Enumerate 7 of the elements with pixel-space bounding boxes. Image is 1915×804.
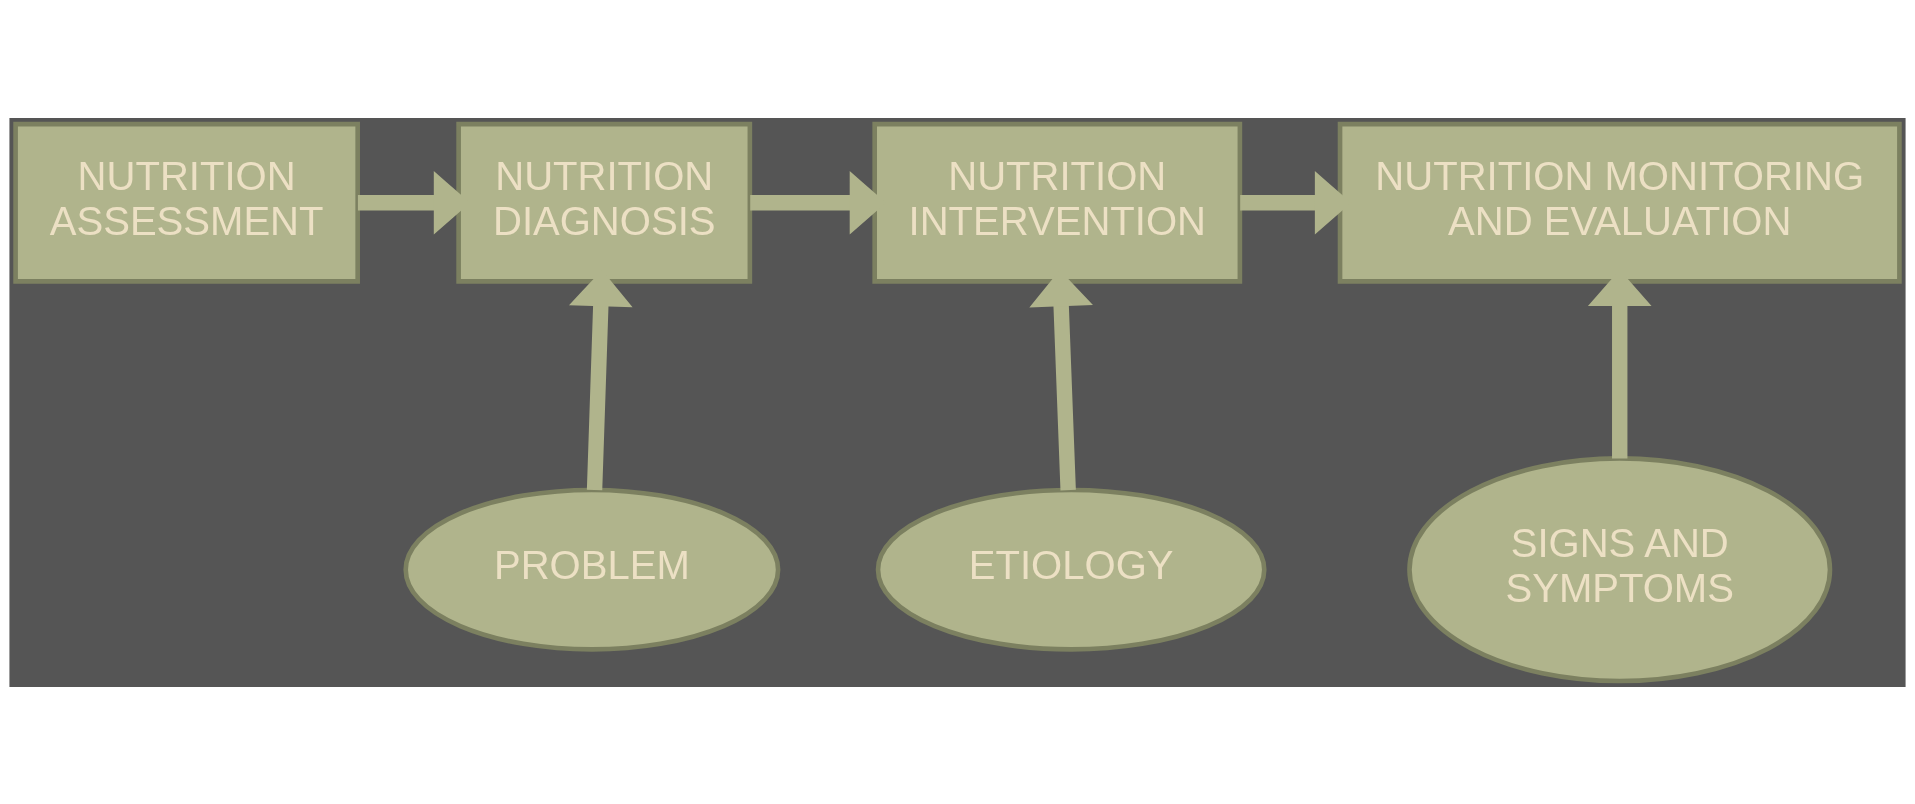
node-ellipse: PROBLEM [403,487,781,652]
node-ellipse: ETIOLOGY [875,487,1267,652]
node-box: NUTRITION ASSESSMENT [13,121,360,284]
node-box: NUTRITION DIAGNOSIS [456,121,753,284]
node-ellipse: SIGNS AND SYMPTOMS [1407,455,1833,683]
node-box: NUTRITION MONITORING AND EVALUATION [1337,121,1902,284]
node-box: NUTRITION INTERVENTION [872,121,1243,284]
